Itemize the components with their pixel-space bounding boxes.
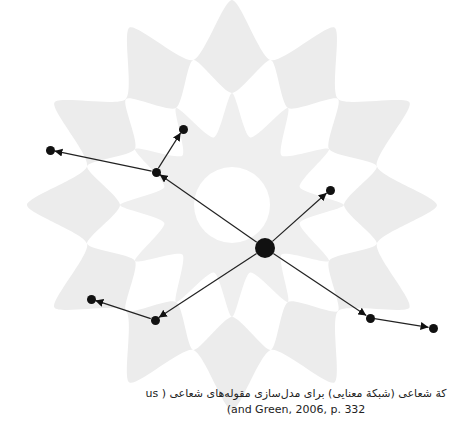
watermark-rosette [87,60,377,350]
figure-caption: کة شعاعی (شبکة معنایی) برای مدل‌سازی مقو… [140,386,452,418]
watermark-rosette [27,0,437,410]
network-node [326,186,335,195]
network-node [87,295,96,304]
network-node [46,146,55,155]
watermark-rosette [27,0,437,410]
arrow-connector [374,319,428,328]
arrow-connector [159,253,257,317]
network-node [151,316,160,325]
network-node [152,168,161,177]
arrow-connector [160,175,257,243]
arrow-connector [54,151,151,171]
arrow-connector [158,133,180,168]
network-node [179,125,188,134]
network-node [429,324,438,333]
watermark-rosette [194,167,270,243]
network-node [366,314,375,323]
watermark-rosette [120,93,344,317]
arrow-connector [95,300,150,318]
arrow-connector [273,254,366,316]
arrow-connector [272,193,326,241]
hub-node [255,238,275,258]
